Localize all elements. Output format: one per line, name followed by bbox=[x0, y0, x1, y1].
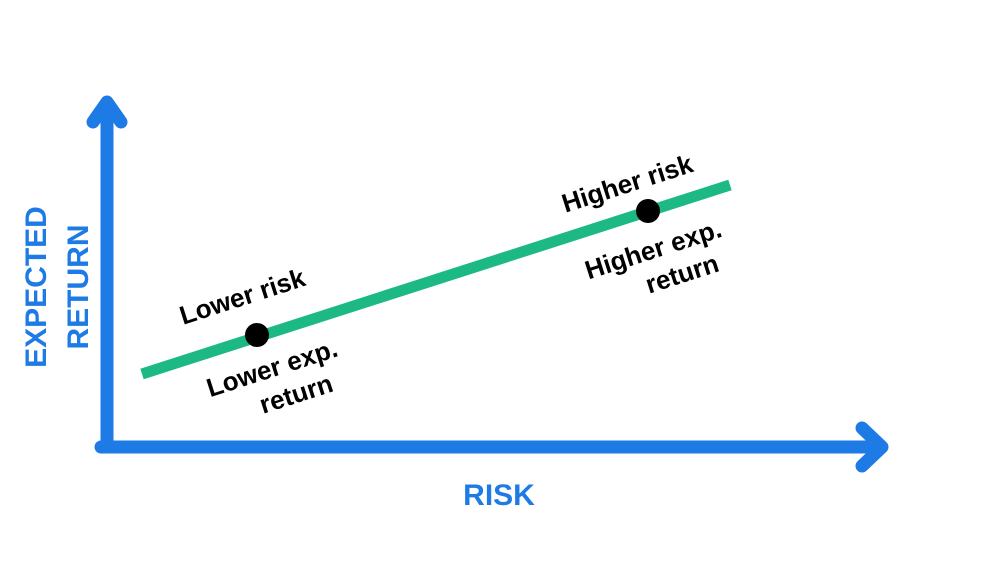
risk-return-line bbox=[140, 179, 732, 380]
x-axis-arrow-icon bbox=[855, 421, 889, 473]
low-risk-point bbox=[245, 323, 269, 347]
high-risk-point bbox=[636, 199, 660, 223]
y-axis bbox=[86, 95, 128, 454]
x-axis-label: RISK bbox=[463, 479, 535, 512]
y-axis-arrow-icon bbox=[86, 95, 128, 129]
y-axis-label-line1: EXPECTED bbox=[20, 206, 53, 368]
x-axis bbox=[94, 421, 889, 473]
y-axis-label-line2: RETURN bbox=[62, 225, 95, 350]
low-risk-label: Lower risk bbox=[176, 262, 310, 330]
